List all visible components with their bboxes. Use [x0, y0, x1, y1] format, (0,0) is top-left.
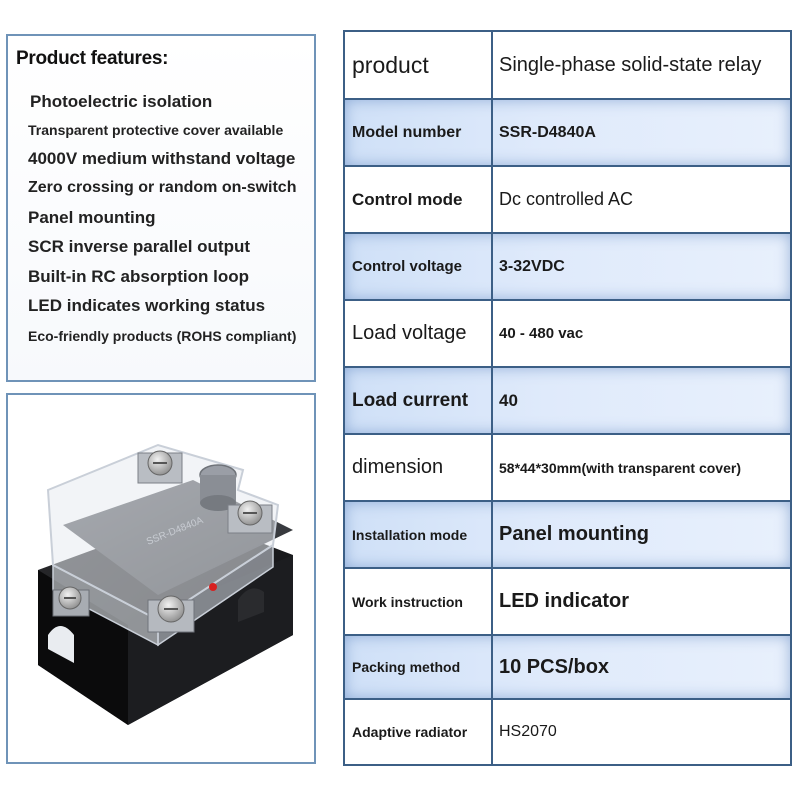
feature-item: Eco-friendly products (ROHS compliant) — [28, 328, 297, 344]
spec-value: Single-phase solid-state relay — [499, 53, 762, 76]
spec-value: 40 — [499, 390, 518, 410]
feature-item: Panel mounting — [28, 208, 156, 227]
spec-label: Model number — [352, 123, 462, 141]
feature-item: 4000V medium withstand voltage — [28, 149, 296, 168]
relay-illustration: SSR-D4840A — [38, 443, 293, 725]
terminal-screw — [52, 586, 90, 617]
led-indicator — [209, 583, 217, 591]
feature-item: SCR inverse parallel output — [28, 237, 250, 256]
feature-item: Zero crossing or random on-switch — [28, 179, 297, 196]
spec-label: dimension — [352, 456, 444, 478]
spec-label: Packing method — [352, 659, 461, 675]
spec-value: 40 - 480 vac — [499, 325, 584, 342]
product-features-panel: Product features: Photoelectric isolatio… — [6, 34, 316, 382]
spec-row: product Single-phase solid-state relay — [345, 30, 790, 98]
spec-row: Packing method 10 PCS/box — [345, 634, 790, 698]
spec-label: Load current — [352, 389, 469, 411]
spec-row: Model number SSR-D4840A — [345, 98, 790, 165]
spec-label: Work instruction — [352, 593, 463, 610]
spec-value: 58*44*30mm(with transparent cover) — [499, 459, 741, 476]
spec-row: Installation mode Panel mounting — [345, 500, 790, 567]
feature-item: LED indicates working status — [28, 296, 266, 315]
spec-label: Control mode — [352, 189, 463, 209]
spec-row: Work instruction LED indicator — [345, 567, 790, 634]
spec-value: LED indicator — [499, 590, 630, 612]
spec-row: Control voltage 3-32VDC — [345, 232, 790, 299]
terminal-screw — [147, 595, 195, 633]
spec-label: Control voltage — [352, 258, 463, 275]
spec-label: Adaptive radiator — [352, 724, 468, 740]
spec-value: Panel mounting — [499, 523, 649, 545]
spec-row: Adaptive radiator HS2070 — [345, 698, 790, 766]
spec-label: product — [352, 51, 429, 78]
spec-label: Load voltage — [352, 322, 467, 344]
spec-row: Load current 40 — [345, 366, 790, 433]
spec-row: Load voltage 40 - 480 vac — [345, 299, 790, 366]
feature-item: Built-in RC absorption loop — [28, 267, 249, 286]
terminal-screw — [227, 500, 273, 534]
spec-value: HS2070 — [499, 723, 557, 740]
spec-value: SSR-D4840A — [499, 123, 596, 141]
spec-row: Control mode Dc controlled AC — [345, 165, 790, 232]
spec-value: 10 PCS/box — [499, 655, 610, 678]
terminal-screw — [137, 450, 183, 484]
product-photo: SSR-D4840A — [6, 393, 316, 764]
spec-row: dimension 58*44*30mm(with transparent co… — [345, 433, 790, 500]
spec-table: product Single-phase solid-state relay M… — [343, 30, 792, 766]
spec-value: 3-32VDC — [499, 257, 565, 275]
features-title: Product features: — [16, 48, 169, 69]
spec-value: Dc controlled AC — [499, 189, 634, 209]
feature-item: Photoelectric isolation — [30, 92, 213, 111]
feature-item: Transparent protective cover available — [28, 122, 284, 138]
spec-label: Installation mode — [352, 526, 468, 543]
